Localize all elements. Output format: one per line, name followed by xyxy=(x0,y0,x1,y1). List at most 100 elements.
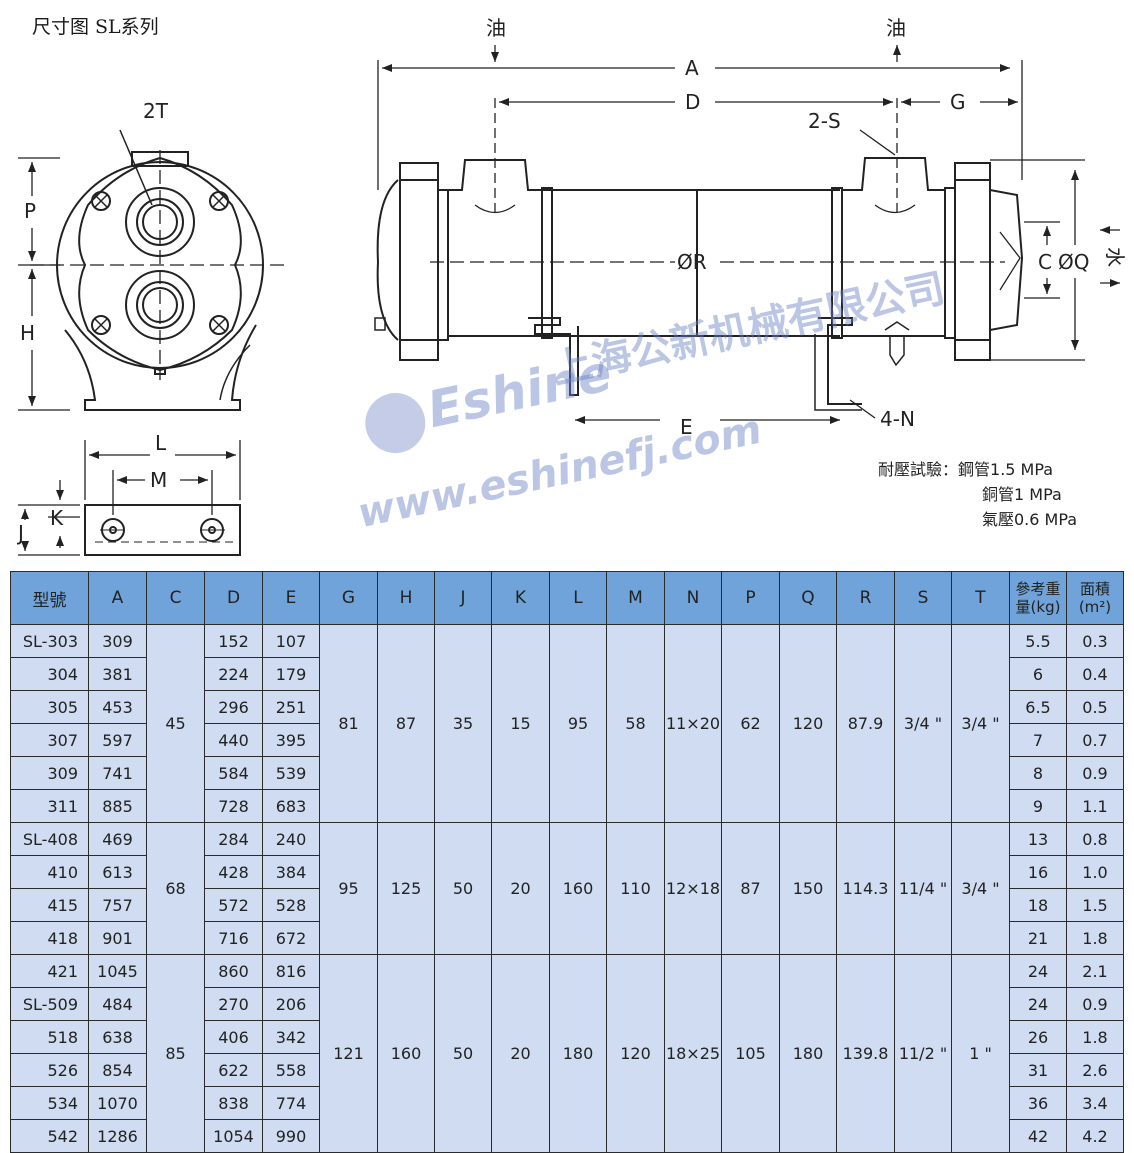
cell-d: 270 xyxy=(204,987,263,1021)
cell-q-group: 120 xyxy=(779,624,837,823)
cell-d: 622 xyxy=(204,1053,263,1087)
cell-t-group: 1 " xyxy=(951,954,1010,1153)
cell-weight: 16 xyxy=(1009,855,1067,889)
cell-e: 990 xyxy=(262,1119,320,1153)
cell-model: 410 xyxy=(10,855,89,889)
cell-a: 469 xyxy=(88,822,147,856)
dim-Q-label: ØQ xyxy=(1058,250,1089,274)
cell-area: 2.6 xyxy=(1066,1053,1124,1087)
cell-e: 251 xyxy=(262,690,320,724)
cell-m-group: 120 xyxy=(606,954,665,1153)
cell-g-group: 121 xyxy=(319,954,378,1153)
cell-area: 0.9 xyxy=(1066,756,1124,790)
cell-area: 0.7 xyxy=(1066,723,1124,757)
cell-e: 107 xyxy=(262,624,320,658)
cell-t-group: 3/4 " xyxy=(951,624,1010,823)
cell-c-group: 45 xyxy=(146,624,205,823)
cell-a: 741 xyxy=(88,756,147,790)
side-view-dims xyxy=(30,45,1120,421)
cell-weight: 13 xyxy=(1009,822,1067,856)
cell-weight: 31 xyxy=(1009,1053,1067,1087)
cell-weight: 24 xyxy=(1009,954,1067,988)
cell-weight: 18 xyxy=(1009,888,1067,922)
cell-weight: 36 xyxy=(1009,1086,1067,1120)
cell-area: 0.4 xyxy=(1066,657,1124,691)
cell-r-group: 87.9 xyxy=(836,624,895,823)
header-J: J xyxy=(434,571,492,625)
cell-e: 342 xyxy=(262,1020,320,1054)
oil-in-label: 油 xyxy=(486,16,506,40)
cell-t-group: 3/4 " xyxy=(951,822,1010,955)
pressure-line-steel: 鋼管1.5 MPa xyxy=(958,460,1054,479)
cell-area: 1.1 xyxy=(1066,789,1124,823)
cell-d: 860 xyxy=(204,954,263,988)
cell-area: 4.2 xyxy=(1066,1119,1124,1153)
cell-a: 597 xyxy=(88,723,147,757)
cell-n-group: 11×20 xyxy=(664,624,722,823)
cell-model: 309 xyxy=(10,756,89,790)
cell-model: SL-408 xyxy=(10,822,89,856)
header-N: N xyxy=(664,571,722,625)
cell-d: 1054 xyxy=(204,1119,263,1153)
header-C: C xyxy=(146,571,205,625)
cell-p-group: 87 xyxy=(721,822,780,955)
watermark: Eshine 上海公新机械有限公司 www.eshinefj.com xyxy=(354,265,949,537)
header-T: T xyxy=(951,571,1010,625)
cell-e: 179 xyxy=(262,657,320,691)
cell-model: 534 xyxy=(10,1086,89,1120)
header-R: R xyxy=(836,571,895,625)
cell-k-group: 20 xyxy=(491,954,550,1153)
cell-a: 613 xyxy=(88,855,147,889)
cell-k-group: 20 xyxy=(491,822,550,955)
cell-weight: 42 xyxy=(1009,1119,1067,1153)
cell-a: 885 xyxy=(88,789,147,823)
cell-e: 683 xyxy=(262,789,320,823)
header-M: M xyxy=(606,571,665,625)
dim-N-label: 4-N xyxy=(880,407,915,431)
cell-d: 224 xyxy=(204,657,263,691)
cell-e: 384 xyxy=(262,855,320,889)
cell-h-group: 125 xyxy=(377,822,435,955)
header-weight-line2: 量(kg) xyxy=(1015,598,1061,616)
cell-m-group: 110 xyxy=(606,822,665,955)
cell-weight: 5.5 xyxy=(1009,624,1067,658)
cell-a: 453 xyxy=(88,690,147,724)
cell-model: 311 xyxy=(10,789,89,823)
cell-e: 395 xyxy=(262,723,320,757)
cell-l-group: 180 xyxy=(549,954,607,1153)
page-title: 尺寸图 SL系列 xyxy=(32,16,159,38)
dim-S-label: 2-S xyxy=(808,109,841,133)
cell-d: 296 xyxy=(204,690,263,724)
cell-weight: 8 xyxy=(1009,756,1067,790)
cell-model: SL-303 xyxy=(10,624,89,658)
cell-model: 518 xyxy=(10,1020,89,1054)
water-label: 水 xyxy=(1103,247,1127,267)
cell-weight: 9 xyxy=(1009,789,1067,823)
cell-k-group: 15 xyxy=(491,624,550,823)
header-S: S xyxy=(894,571,952,625)
dim-D-label: D xyxy=(685,90,700,114)
cell-j-group: 35 xyxy=(434,624,492,823)
cell-r-group: 139.8 xyxy=(836,954,895,1153)
cell-a: 757 xyxy=(88,888,147,922)
cell-r-group: 114.3 xyxy=(836,822,895,955)
table-header-row: 型號 A C D E G H J K L M N P Q R S T 參考重量(… xyxy=(10,571,1124,625)
cell-area: 0.3 xyxy=(1066,624,1124,658)
cell-a: 381 xyxy=(88,657,147,691)
cell-area: 0.8 xyxy=(1066,822,1124,856)
end-view-dims xyxy=(18,157,70,411)
watermark-company: 上海公新机械有限公司 xyxy=(548,265,949,393)
cell-weight: 21 xyxy=(1009,921,1067,955)
dim-A-label: A xyxy=(685,56,699,80)
cell-d: 406 xyxy=(204,1020,263,1054)
header-weight: 參考重量(kg) xyxy=(1009,571,1067,625)
header-model: 型號 xyxy=(10,571,89,625)
